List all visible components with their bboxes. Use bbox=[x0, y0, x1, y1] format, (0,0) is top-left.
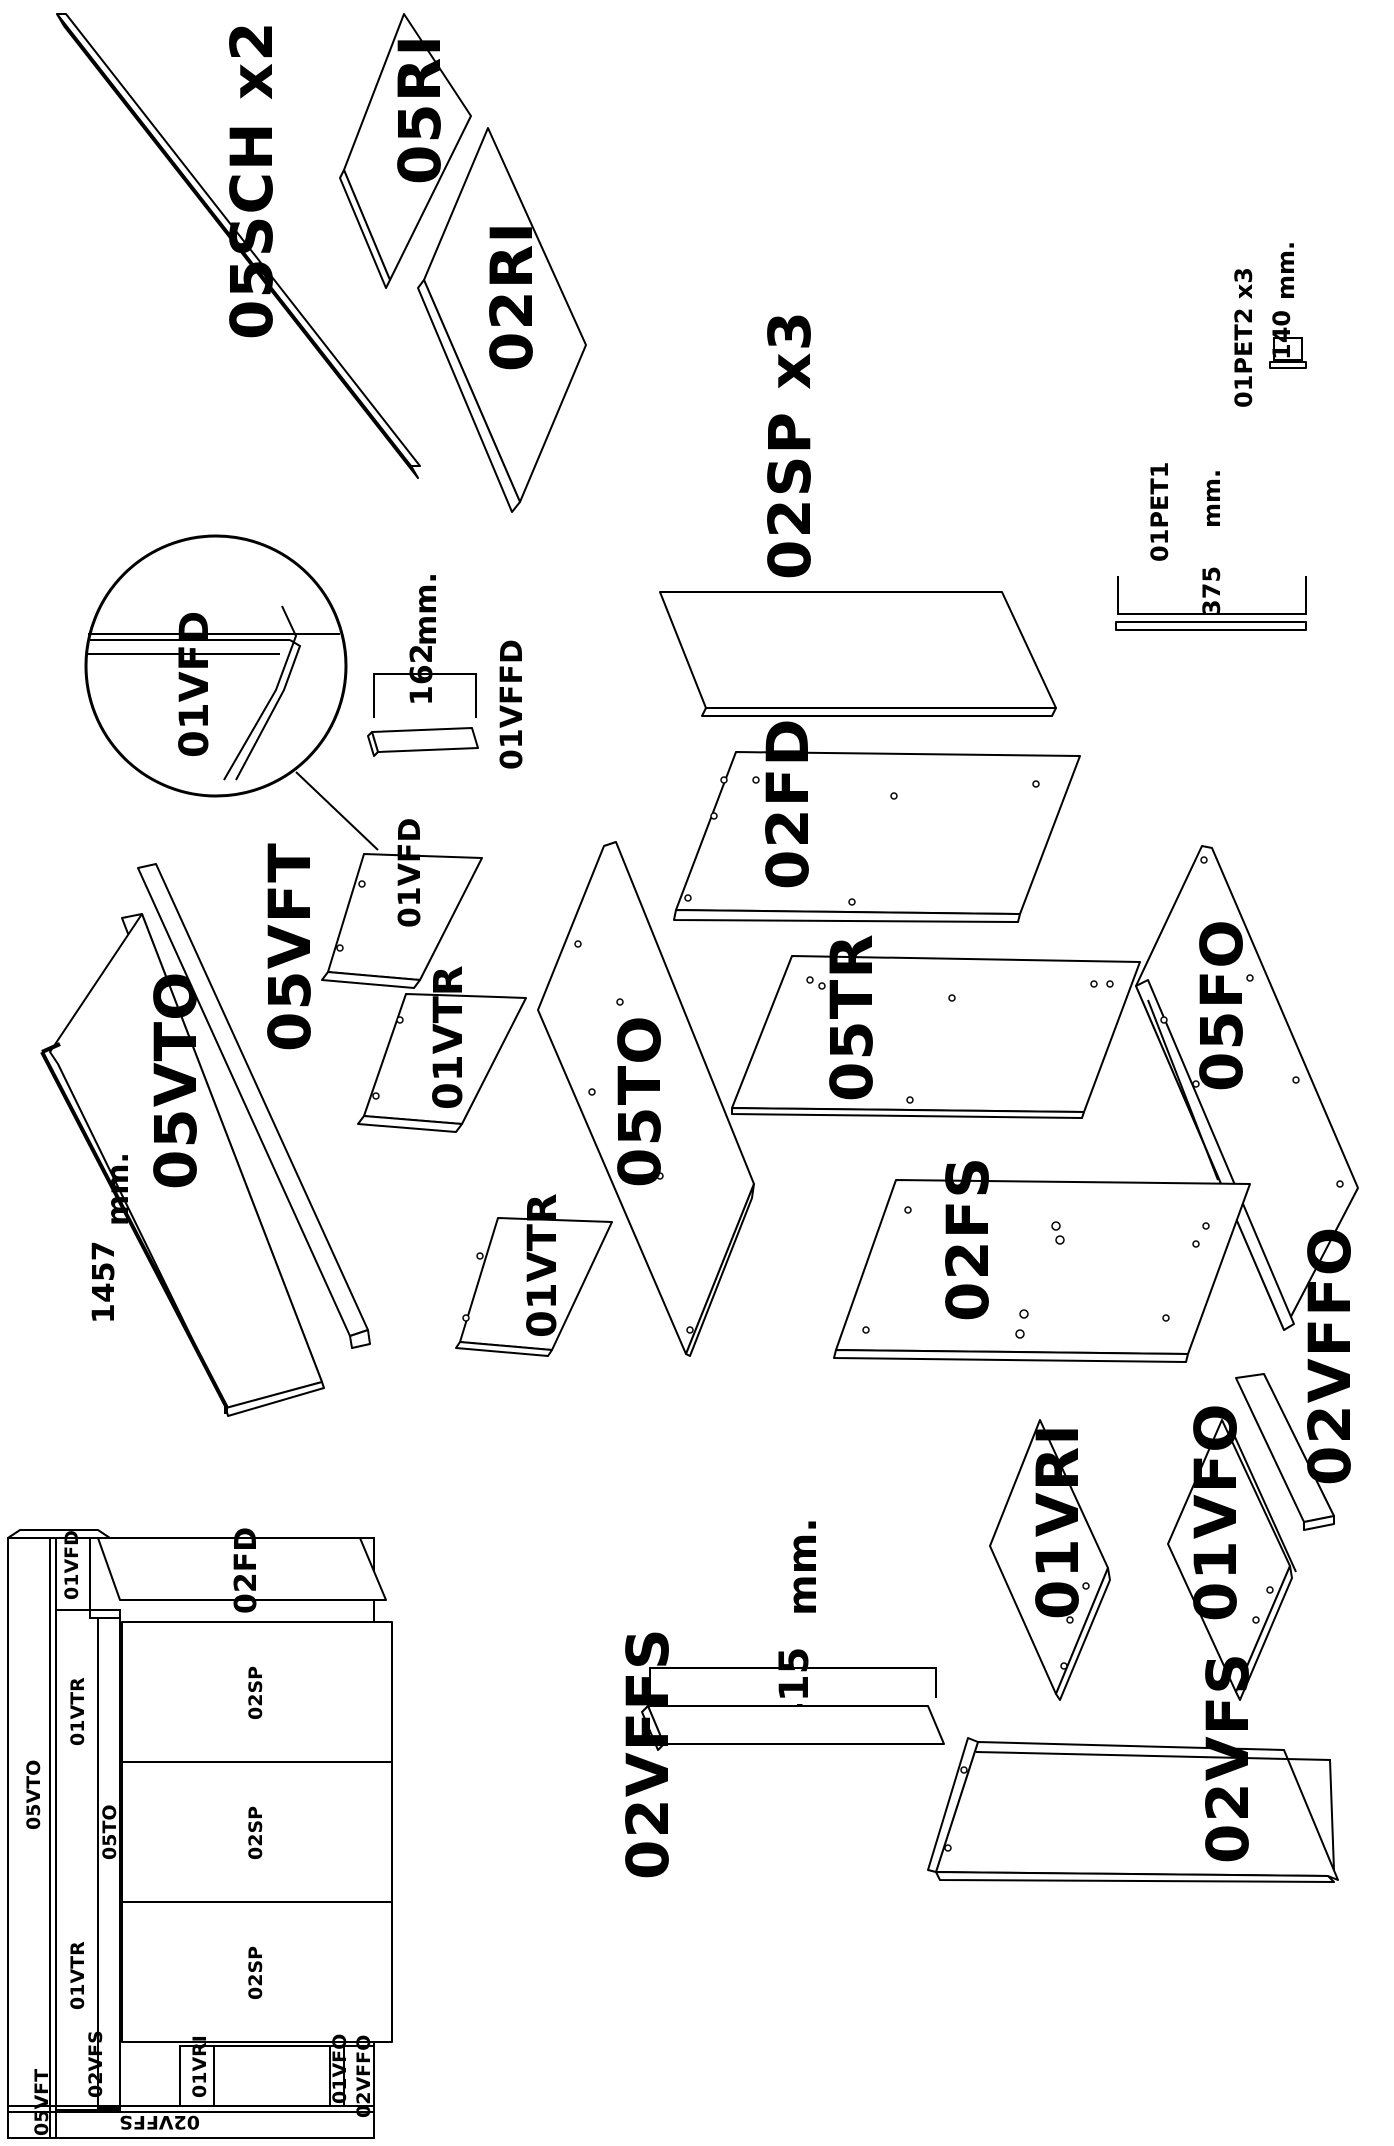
panel-01VTR-lower: 01VTR bbox=[455, 1193, 613, 1357]
overview-02VFS: 02VFS bbox=[85, 2030, 107, 2098]
label-01VFD: 01VFD bbox=[393, 818, 428, 928]
panel-01VRI: 01VRI bbox=[989, 1419, 1111, 1701]
panel-02VFS: 02VFS bbox=[927, 1652, 1339, 1883]
label-05RI: 05RI bbox=[386, 34, 454, 185]
mm-01PET2: mm. bbox=[1272, 241, 1300, 300]
label-02FD: 02FD bbox=[754, 718, 822, 890]
len-01VFFD: 162 bbox=[405, 643, 440, 706]
len-01PET2: 140 bbox=[1268, 310, 1296, 360]
part-01PET2: 01PET2 x3 140 mm. bbox=[1230, 241, 1307, 408]
label-01VFFD: 01VFFD bbox=[495, 639, 530, 770]
panel-01VTR-upper: 01VTR bbox=[357, 965, 527, 1133]
label-detail-01VFD: 01VFD bbox=[172, 611, 218, 758]
panel-05TR: 05TR bbox=[731, 933, 1141, 1119]
label-02VFFO: 02VFFO bbox=[1296, 1226, 1364, 1486]
overview-01VTR-top: 01VTR bbox=[67, 1677, 89, 1746]
overview-02VFFO: 02VFFO bbox=[353, 2035, 375, 2118]
overview-assembly: 05VTO 01VFD 02FD 01VTR 05TO 01VTR 02SP 0… bbox=[7, 1527, 393, 2139]
detail-01VFD: 01VFD bbox=[84, 534, 379, 851]
label-05SCH: 05SCH x2 bbox=[218, 20, 286, 340]
overview-05VFT: 05VFT bbox=[31, 2069, 53, 2136]
len-05VTO: 1457 bbox=[87, 1241, 122, 1325]
panel-01VFD: 01VFD bbox=[321, 818, 483, 989]
overview-02FD: 02FD bbox=[229, 1527, 264, 1614]
part-01VFFD: 162 mm. 01VFFD bbox=[367, 572, 530, 770]
mm-01PET1: mm. bbox=[1198, 469, 1226, 528]
panel-05RI: 05RI bbox=[339, 13, 472, 289]
mm-05VTO: mm. bbox=[101, 1152, 136, 1226]
label-01VRI: 01VRI bbox=[1024, 1423, 1092, 1620]
label-02SP: 02SP x3 bbox=[756, 310, 824, 580]
label-01VTR-lower: 01VTR bbox=[520, 1193, 566, 1338]
panel-05TO: 05TO bbox=[537, 841, 755, 1357]
panel-05FO: 05FO bbox=[1135, 845, 1359, 1331]
panel-02FD: 02FD bbox=[673, 718, 1081, 923]
overview-01VTR-bottom: 01VTR bbox=[67, 1941, 89, 2010]
panel-05VFT: 05VFT bbox=[137, 842, 371, 1349]
label-05TO: 05TO bbox=[606, 1014, 674, 1188]
part-01PET1: 01PET1 375 mm. bbox=[1115, 462, 1307, 631]
panel-02FS: 02FS bbox=[833, 1156, 1251, 1363]
panel-02VFFO: 02VFFO bbox=[1235, 1226, 1364, 1531]
panel-02SP: 02SP x3 bbox=[659, 310, 1057, 717]
overview-02SP-3: 02SP bbox=[245, 1946, 267, 2000]
panel-05SCH: 05SCH x2 bbox=[56, 13, 421, 479]
label-02VFS: 02VFS bbox=[1194, 1652, 1262, 1864]
panel-02RI: 02RI bbox=[417, 127, 587, 513]
label-02FS: 02FS bbox=[934, 1156, 1002, 1322]
overview-02SP-1: 02SP bbox=[245, 1666, 267, 1720]
part-02VFFS: mm. 415 02VFFS bbox=[614, 1517, 945, 1880]
panel-01VFO: 01VFO bbox=[1167, 1402, 1297, 1701]
len-01PET1: 375 bbox=[1198, 566, 1226, 616]
label-05VFT: 05VFT bbox=[256, 842, 324, 1052]
label-01PET2: 01PET2 x3 bbox=[1230, 267, 1258, 408]
overview-05TO: 05TO bbox=[99, 1804, 121, 1860]
label-02VFFS: 02VFFS bbox=[614, 1627, 682, 1880]
overview-01VFD: 01VFD bbox=[61, 1530, 83, 1600]
panel-05VTO: 05VTO 1457 mm. bbox=[40, 913, 325, 1417]
label-01PET1: 01PET1 bbox=[1146, 462, 1174, 562]
overview-02VFFS: 02VFFS bbox=[119, 2111, 200, 2133]
overview-01VFO: 01VFO bbox=[329, 2034, 351, 2104]
label-05VTO: 05VTO bbox=[142, 971, 210, 1190]
label-01VFO: 01VFO bbox=[1182, 1402, 1250, 1622]
overview-02SP-2: 02SP bbox=[245, 1806, 267, 1860]
overview-05VTO: 05VTO bbox=[23, 1760, 45, 1830]
label-05TR: 05TR bbox=[818, 933, 886, 1102]
mm-415: mm. bbox=[780, 1517, 826, 1616]
mm-01VFFD: mm. bbox=[409, 572, 444, 646]
label-02RI: 02RI bbox=[478, 221, 546, 372]
label-01VTR-upper: 01VTR bbox=[426, 965, 472, 1110]
label-05FO: 05FO bbox=[1188, 918, 1256, 1092]
overview-01VRI: 01VRI bbox=[189, 2035, 211, 2098]
